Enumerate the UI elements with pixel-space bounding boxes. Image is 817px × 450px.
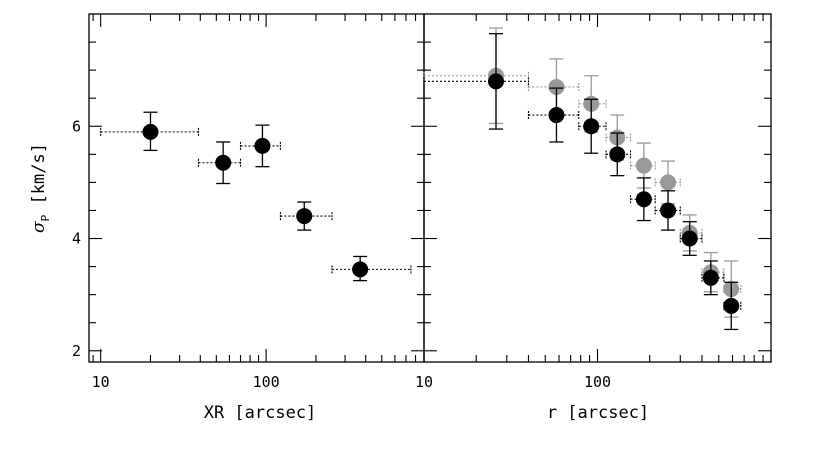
right-s1-p0-marker	[487, 73, 504, 90]
left-y-tick-label: 4	[72, 230, 81, 248]
left-plot-frame	[88, 13, 425, 363]
left-s0-p3-marker	[296, 208, 313, 225]
left-s0-p4-marker	[352, 261, 369, 278]
right-s1-p1-marker	[548, 107, 565, 124]
right-s0-p1-marker	[548, 78, 565, 95]
right-panel: 10 100	[415, 13, 772, 391]
left-panel: 10 100 2 4 6	[72, 13, 425, 391]
left-x-tick-label: 100	[253, 373, 280, 391]
left-y-tick-label: 6	[72, 117, 81, 135]
left-s0-p1-marker	[215, 154, 232, 171]
right-s1-p8-marker	[723, 297, 740, 314]
y-axis-label: σP [km/s]	[29, 143, 52, 233]
y-axis-units: [km/s]	[29, 143, 49, 215]
left-x-axis-label: XR [arcsec]	[204, 403, 317, 423]
y-axis-symbol: σ	[29, 221, 49, 233]
right-s1-p7-marker	[702, 269, 719, 286]
right-s0-p5-marker	[660, 174, 677, 191]
right-s1-p3-marker	[609, 146, 626, 163]
y-axis-subscript: P	[39, 214, 52, 221]
left-s0-p2-marker	[254, 137, 271, 154]
left-x-tick-label: 10	[92, 373, 110, 391]
right-s1-p2-marker	[583, 118, 600, 135]
left-y-tick-label: 2	[72, 342, 81, 360]
right-s0-p4-marker	[635, 157, 652, 174]
right-s1-p4-marker	[635, 191, 652, 208]
right-s1-p6-marker	[681, 230, 698, 247]
right-x-axis-label: r [arcsec]	[547, 403, 649, 423]
right-s1-p5-marker	[660, 202, 677, 219]
right-plot-frame	[423, 13, 772, 363]
right-x-tick-label: 10	[415, 373, 433, 391]
left-s0-p0-marker	[142, 123, 159, 140]
right-x-tick-label: 100	[584, 373, 611, 391]
